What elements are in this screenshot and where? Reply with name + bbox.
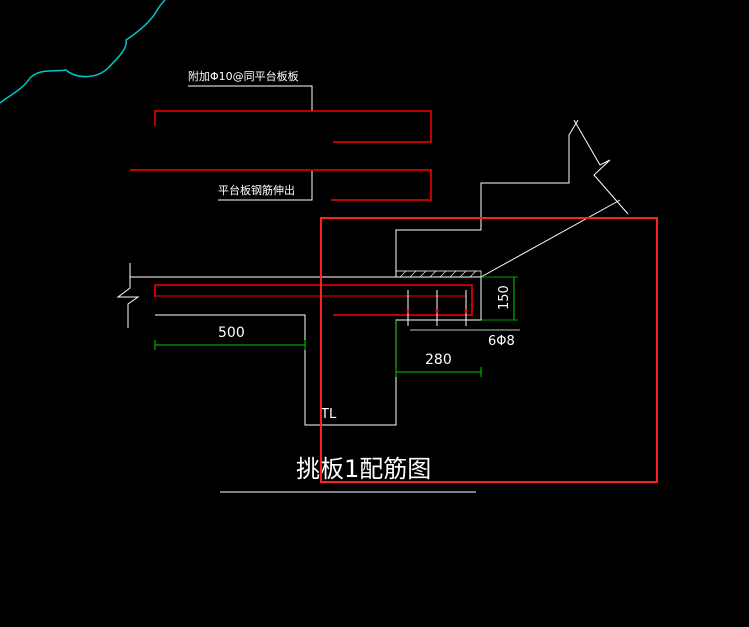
beam-label-text: TL bbox=[320, 407, 337, 422]
note-top-leader bbox=[188, 85, 313, 111]
dim-500-text: 500 bbox=[218, 325, 245, 341]
hatch-line bbox=[469, 270, 477, 278]
rebar-slab-extension bbox=[130, 169, 432, 201]
dim-280-text: 280 bbox=[425, 352, 452, 368]
slab-outline bbox=[155, 277, 482, 426]
note-top-text: 附加Φ10@同平台板板 bbox=[188, 69, 299, 83]
hatch-line bbox=[449, 270, 457, 278]
landing-hatch bbox=[395, 270, 482, 278]
hatch-line bbox=[439, 270, 447, 278]
stair-slope-line bbox=[480, 199, 621, 278]
hatch-line bbox=[399, 270, 407, 278]
note-mid-leader bbox=[218, 171, 313, 201]
hatch-line bbox=[409, 270, 417, 278]
rebar-slab-top bbox=[154, 284, 473, 316]
note-mid-text: 平台板钢筋伸出 bbox=[218, 183, 295, 197]
revision-cloud bbox=[0, 0, 166, 104]
rebar-top-additional bbox=[154, 110, 432, 143]
rebar-dot bbox=[435, 309, 439, 313]
highlight-box bbox=[320, 217, 658, 483]
drawing-title: 挑板1配筋图 bbox=[296, 455, 431, 483]
slab-break-left bbox=[116, 263, 140, 328]
rebar-dot bbox=[464, 309, 468, 313]
rebar-dot bbox=[406, 309, 410, 313]
hatch-line bbox=[429, 270, 437, 278]
stair-break-symbol bbox=[573, 119, 629, 215]
rebar-label-text: 6Φ8 bbox=[488, 334, 515, 349]
hatch-line bbox=[459, 270, 467, 278]
stair-outline bbox=[395, 119, 579, 277]
hatch-line bbox=[419, 270, 427, 278]
dim-150-text: 150 bbox=[497, 285, 512, 310]
